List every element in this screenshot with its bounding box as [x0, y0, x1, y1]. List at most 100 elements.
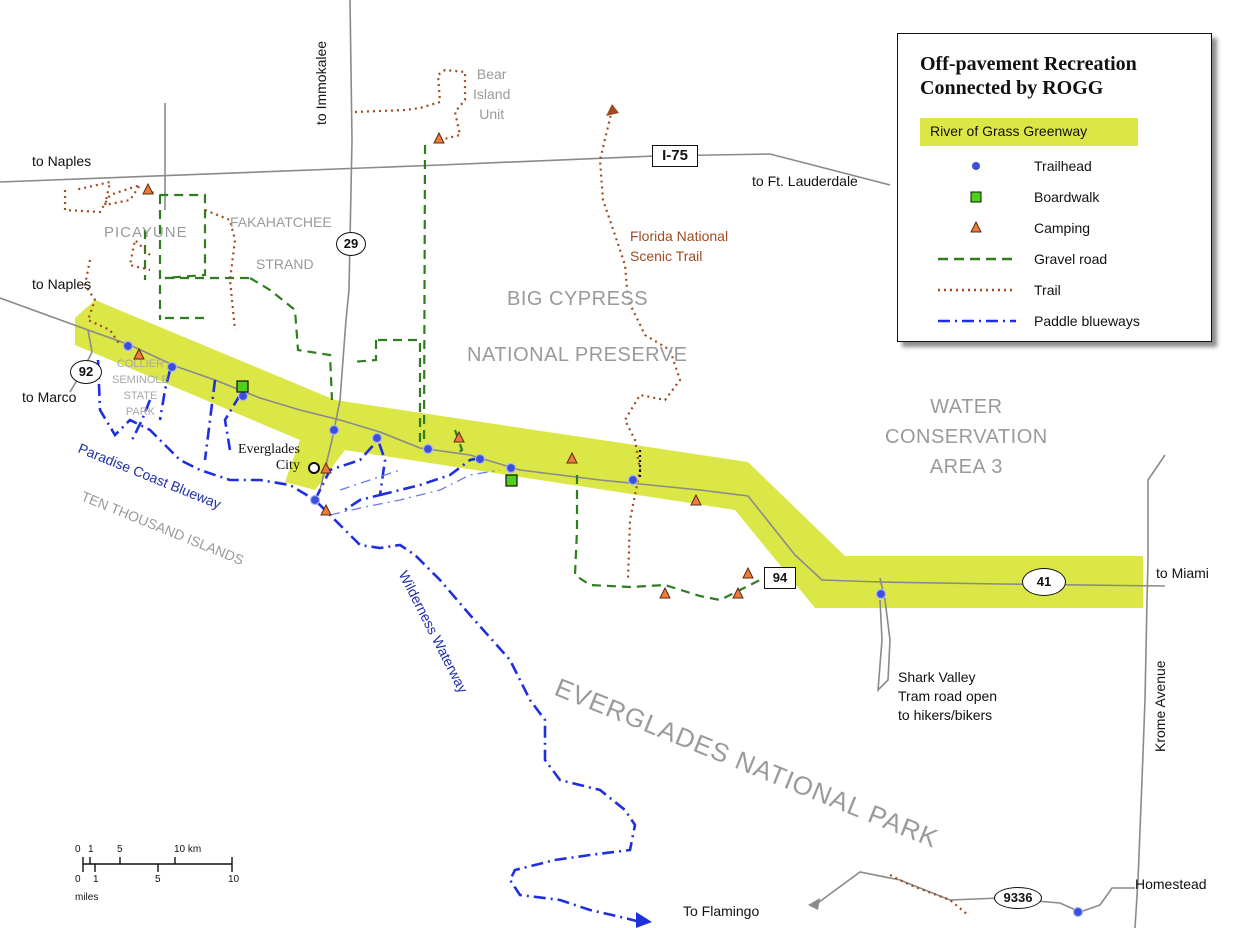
legend-label: Gravel road: [1034, 251, 1108, 267]
krome-avenue-road: [1134, 454, 1166, 928]
blue-dash-dot-line: [938, 319, 1016, 323]
legend-item-trail: Trail: [898, 278, 1211, 302]
shield-i75: I-75: [652, 145, 698, 167]
scale-mi-0: 0: [75, 874, 81, 885]
shield-sr92: 92: [70, 360, 102, 384]
label-big-cypress: BIG CYPRESS: [507, 288, 649, 310]
orange-triangle-icon: [970, 220, 982, 233]
trailhead-marker: [166, 361, 178, 373]
trailheads: [122, 340, 1084, 918]
label-florida-trail: Florida National Scenic Trail: [630, 228, 729, 264]
scale-mi-5: 5: [155, 874, 161, 885]
label-to-miami: to Miami: [1156, 565, 1209, 581]
gravel-roads: [143, 144, 761, 602]
scale-unit: miles: [75, 892, 99, 903]
blue-dot-icon: [972, 162, 980, 170]
legend-greenway-label: River of Grass Greenway: [930, 123, 1088, 139]
shield-sr94: 94: [764, 567, 796, 589]
trailhead-marker: [309, 494, 321, 506]
label-to-naples-north: to Naples: [32, 153, 92, 169]
label-strand: STRAND: [256, 256, 314, 272]
trailhead-marker: [1072, 906, 1084, 918]
legend-label: Paddle blueways: [1034, 313, 1140, 329]
trailhead-marker: [875, 588, 887, 600]
trailhead-marker: [122, 340, 134, 352]
label-homestead: Homestead: [1135, 876, 1207, 892]
shield-sr29: 29: [336, 232, 366, 256]
label-collier-seminole: COLLIER SEMINOLE STATE PARK: [112, 358, 169, 418]
label-shark-valley: Shark Valley Tram road open to hikers/bi…: [898, 669, 998, 723]
homestead-road: [814, 871, 1135, 913]
legend-item-camping: Camping: [898, 216, 1211, 240]
greenway-band: [75, 300, 1143, 608]
label-water-conservation: WATER CONSERVATION AREA 3: [885, 396, 1048, 478]
shield-sr9336: 9336: [994, 887, 1042, 909]
map-legend: Off-pavement Recreation Connected by ROG…: [897, 33, 1212, 342]
boardwalk-marker: [236, 380, 249, 393]
legend-item-boardwalk: Boardwalk: [898, 185, 1211, 209]
green-square-icon: [970, 191, 982, 203]
green-dashed-line: [938, 257, 1016, 261]
camping-marker: [133, 347, 145, 360]
label-everglades-city: Everglades City: [238, 442, 300, 473]
label-to-marco: to Marco: [22, 389, 77, 405]
camping-marker: [690, 493, 702, 506]
trailhead-marker: [371, 432, 383, 444]
label-to-flamingo: To Flamingo: [683, 903, 760, 919]
everglades-city-marker: [308, 462, 320, 474]
scale-bar: [82, 857, 233, 872]
trailhead-marker: [505, 462, 517, 474]
shark-valley-loop: [877, 577, 891, 693]
florida-trail-arrow: [606, 104, 619, 116]
camping-marker: [742, 566, 754, 579]
legend-greenway-swatch: River of Grass Greenway: [920, 118, 1138, 146]
legend-item-trailhead: Trailhead: [898, 154, 1211, 178]
camping-marker: [453, 430, 465, 443]
trailhead-marker: [237, 390, 249, 402]
sr29-road: [319, 0, 353, 491]
blueways-light: [329, 469, 501, 516]
scale-km-10: 10 km: [174, 844, 202, 855]
camping-marker: [142, 182, 154, 195]
boardwalk-marker: [505, 474, 518, 487]
camping-marker: [732, 586, 744, 599]
scale-km-1: 1: [88, 844, 94, 855]
camping-marker: [566, 451, 578, 464]
naples-road: [0, 297, 89, 331]
camping-marker: [320, 503, 332, 516]
shield-us41: 41: [1022, 568, 1066, 596]
scale-km-5: 5: [117, 844, 123, 855]
trailhead-marker: [627, 474, 639, 486]
trailhead-marker: [328, 424, 340, 436]
label-krome-avenue: Krome Avenue: [1152, 660, 1168, 752]
to-flamingo-arrow: [808, 898, 820, 910]
scale-km-0: 0: [75, 844, 81, 855]
label-to-ft-lauderdale: to Ft. Lauderdale: [752, 173, 858, 189]
label-picayune: PICAYUNE: [104, 224, 188, 241]
trailhead-marker: [474, 453, 486, 465]
trails: [63, 68, 969, 916]
to-flamingo-blue-arrow: [636, 912, 652, 928]
brown-dotted-line: [938, 288, 1016, 292]
legend-label: Camping: [1034, 220, 1091, 236]
trailhead-marker: [422, 443, 434, 455]
label-bear-island-unit: Bear Island Unit: [473, 66, 511, 122]
camping-marker: [433, 131, 445, 144]
label-to-naples-south: to Naples: [32, 276, 92, 292]
camping-marker: [659, 586, 671, 599]
scale-mi-10: 10: [228, 874, 240, 885]
label-national-preserve: NATIONAL PRESERVE: [467, 344, 688, 366]
legend-label: Boardwalk: [1034, 189, 1100, 205]
legend-item-gravel-road: Gravel road: [898, 247, 1211, 271]
label-to-immokalee: to Immokalee: [313, 40, 329, 125]
legend-label: Trail: [1034, 282, 1061, 298]
legend-title: Off-pavement Recreation Connected by ROG…: [920, 53, 1137, 99]
label-fakahatchee: FAKAHATCHEE: [230, 214, 332, 230]
camping-marker: [320, 461, 332, 474]
campsites: [133, 131, 754, 599]
blueways: [96, 359, 641, 924]
legend-label: Trailhead: [1034, 158, 1092, 174]
legend-item-paddle-blueways: Paddle blueways: [898, 309, 1211, 333]
boardwalks: [236, 380, 518, 487]
